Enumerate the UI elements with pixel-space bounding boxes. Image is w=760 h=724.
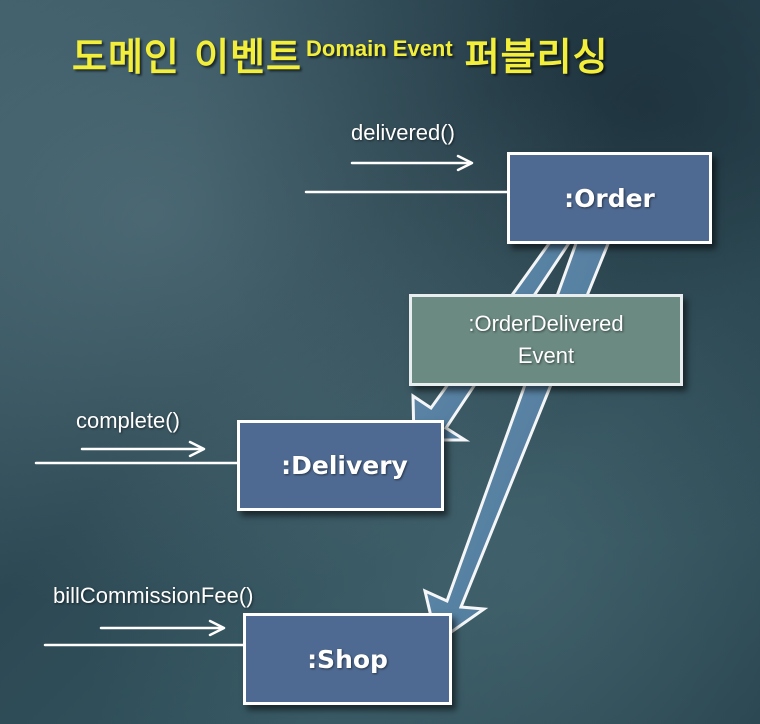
order-object-box: :Order bbox=[507, 152, 712, 244]
shop-object-box: :Shop bbox=[243, 613, 452, 705]
delivery-object-label: :Delivery bbox=[281, 451, 408, 480]
order-delivered-event-box: :OrderDelivered Event bbox=[409, 294, 683, 386]
title-korean-prefix: 도메인 이벤트 bbox=[72, 35, 302, 79]
complete-arrow-head bbox=[188, 440, 206, 458]
delivery-object-box: :Delivery bbox=[237, 420, 444, 511]
event-label-line1: :OrderDelivered bbox=[468, 311, 624, 336]
bill-arrow-head bbox=[208, 619, 226, 637]
shop-object-label: :Shop bbox=[307, 644, 388, 674]
event-label-line2: Event bbox=[517, 343, 575, 368]
delivered-message-label: delivered() bbox=[351, 120, 455, 145]
complete-message-label: complete() bbox=[76, 408, 180, 433]
bill-commission-fee-message-label: billCommissionFee() bbox=[53, 583, 254, 608]
title-korean-suffix: 퍼블리싱 bbox=[464, 35, 609, 79]
title-english: Domain Event bbox=[306, 36, 453, 61]
delivered-arrow-head bbox=[456, 154, 474, 172]
order-object-label: :Order bbox=[564, 183, 655, 213]
